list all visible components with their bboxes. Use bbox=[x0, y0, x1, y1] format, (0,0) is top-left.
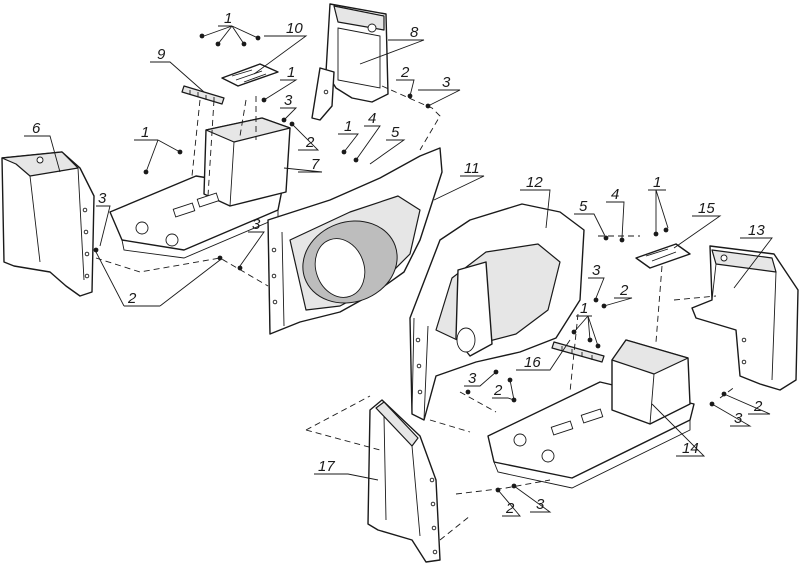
callout-2: 2 bbox=[753, 398, 763, 415]
callout-2: 2 bbox=[493, 382, 503, 399]
callout-7: 7 bbox=[311, 156, 320, 173]
callout-1: 1 bbox=[580, 300, 588, 317]
callout-labels: 1 10 9 1 8 2 3 3 2 7 6 1 1 4 5 11 3 3 2 … bbox=[32, 10, 765, 517]
callout-11: 11 bbox=[464, 160, 480, 177]
callout-1: 1 bbox=[224, 10, 232, 27]
callout-3: 3 bbox=[252, 216, 261, 233]
callout-3: 3 bbox=[468, 370, 477, 387]
callout-1: 1 bbox=[287, 64, 295, 81]
part-10-plate bbox=[221, 63, 279, 87]
callout-6: 6 bbox=[32, 120, 41, 137]
callout-16: 16 bbox=[524, 354, 541, 371]
callout-2: 2 bbox=[127, 290, 137, 307]
part-13-right-fender-panel bbox=[691, 245, 799, 391]
callout-8: 8 bbox=[410, 24, 419, 41]
callout-2: 2 bbox=[400, 64, 410, 81]
callout-10: 10 bbox=[286, 20, 303, 37]
callout-2: 2 bbox=[505, 500, 515, 517]
callout-15: 15 bbox=[698, 200, 715, 217]
part-7-left-floor-tray bbox=[109, 117, 291, 259]
assembly-lines bbox=[95, 85, 737, 541]
part-8-upper-panel bbox=[311, 3, 389, 121]
part-11-left-wheel-arch bbox=[267, 147, 443, 335]
callout-5: 5 bbox=[579, 198, 588, 215]
callout-14: 14 bbox=[682, 440, 699, 457]
part-17-lower-fender-panel bbox=[367, 399, 441, 563]
callout-3: 3 bbox=[536, 496, 545, 513]
callout-4: 4 bbox=[611, 186, 619, 203]
callout-2: 2 bbox=[305, 134, 315, 151]
part-15-plate bbox=[635, 243, 691, 269]
callout-3: 3 bbox=[98, 190, 107, 207]
callout-5: 5 bbox=[391, 124, 400, 141]
callout-3: 3 bbox=[442, 74, 451, 91]
leader-lines bbox=[24, 25, 773, 517]
callout-2: 2 bbox=[619, 282, 629, 299]
callout-9: 9 bbox=[157, 46, 166, 63]
callout-17: 17 bbox=[318, 458, 335, 475]
part-6-left-fender-panel bbox=[1, 151, 95, 297]
part-9-rail bbox=[181, 85, 225, 105]
part-12-right-wheel-arch bbox=[409, 203, 585, 421]
callout-1: 1 bbox=[344, 118, 352, 135]
callout-1: 1 bbox=[141, 124, 149, 141]
callout-12: 12 bbox=[526, 174, 543, 191]
callout-3: 3 bbox=[734, 410, 743, 427]
callout-13: 13 bbox=[748, 222, 765, 239]
callout-3: 3 bbox=[284, 92, 293, 109]
part-14-right-floor-tray bbox=[487, 339, 695, 489]
callout-3: 3 bbox=[592, 262, 601, 279]
callout-4: 4 bbox=[368, 110, 376, 127]
callout-1: 1 bbox=[653, 174, 661, 191]
